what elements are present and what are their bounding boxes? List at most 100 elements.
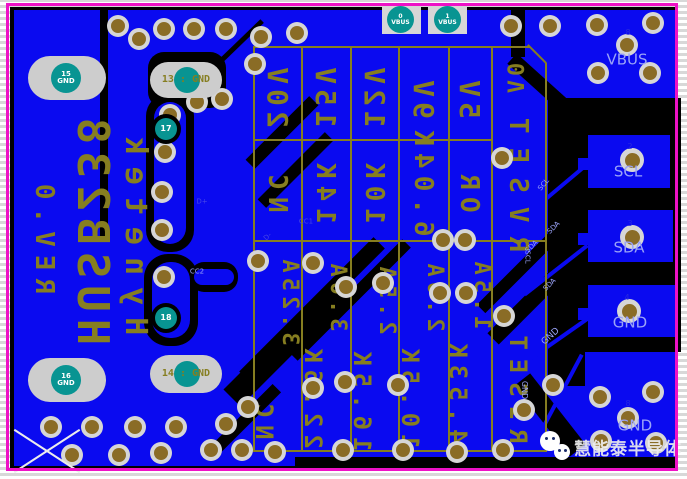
through-hole-pad[interactable] [334,371,356,393]
via-18[interactable]: 18 [151,303,181,333]
via-16-gnd[interactable]: 16 GND [51,365,81,395]
through-hole-pad[interactable] [617,407,639,429]
through-hole-pad[interactable] [244,53,266,75]
pad-hole [646,385,660,399]
watermark-logo-eye [558,449,561,452]
pad-hole [155,185,169,199]
via-13-gnd[interactable] [174,67,200,93]
through-hole-pad[interactable] [286,22,308,44]
through-hole-pad[interactable] [302,377,324,399]
watermark-logo-eye [545,437,548,440]
through-hole-pad[interactable] [642,12,664,34]
through-hole-pad[interactable] [81,416,103,438]
pad-hole [204,443,218,457]
through-hole-pad[interactable] [513,399,535,421]
copper-island [194,269,234,285]
pad-hole [391,378,405,392]
through-hole-pad[interactable] [215,413,237,435]
through-hole-pad[interactable] [432,229,454,251]
through-hole-pad[interactable] [237,396,259,418]
through-hole-pad[interactable] [429,282,451,304]
through-hole-pad[interactable] [150,442,172,464]
through-hole-pad[interactable] [332,439,354,461]
through-hole-pad[interactable] [107,15,129,37]
pad-net: GND [57,379,75,387]
through-hole-pad[interactable] [124,416,146,438]
through-hole-pad[interactable] [539,15,561,37]
pad-hole [621,411,635,425]
through-hole-pad[interactable] [108,444,130,466]
through-hole-pad[interactable] [40,416,62,438]
through-hole-pad[interactable] [151,219,173,241]
through-hole-pad[interactable] [587,62,609,84]
through-hole-pad[interactable] [183,18,205,40]
through-hole-pad[interactable] [154,141,176,163]
through-hole-pad[interactable] [264,441,286,463]
through-hole-pad[interactable] [639,62,661,84]
through-hole-pad[interactable] [500,15,522,37]
pad-hole [85,420,99,434]
through-hole-pad[interactable] [493,305,515,327]
through-hole-pad[interactable] [211,88,233,110]
through-hole-pad[interactable] [586,14,608,36]
through-hole-pad[interactable] [645,432,667,454]
through-hole-pad[interactable] [151,181,173,203]
through-hole-pad[interactable] [617,299,641,323]
pad-hole [219,22,233,36]
via-15-gnd[interactable]: 15 GND [51,63,81,93]
pad-hole [376,276,390,290]
through-hole-pad[interactable] [542,374,564,396]
through-hole-pad[interactable] [446,441,468,463]
pad-hole [338,375,352,389]
through-hole-pad[interactable] [215,18,237,40]
pad-hole [65,448,79,462]
pad-hole [624,152,640,168]
through-hole-pad[interactable] [590,430,612,452]
through-hole-pad[interactable] [153,18,175,40]
pad-number: 16 [61,372,71,380]
pad-net: GND [57,77,75,85]
cc1-trace-label: CC1 [298,217,314,226]
through-hole-pad[interactable] [387,374,409,396]
through-hole-pad[interactable] [620,148,644,172]
through-hole-pad[interactable] [153,266,175,288]
vbus-cluster-number: 8 [625,28,631,37]
through-hole-pad[interactable] [620,225,644,249]
pad-hole [624,229,640,245]
through-hole-pad[interactable] [200,439,222,461]
through-hole-pad[interactable] [372,272,394,294]
through-hole-pad[interactable] [335,276,357,298]
through-hole-pad[interactable] [250,26,272,48]
through-hole-pad[interactable] [247,250,269,272]
table-line [398,46,400,450]
through-hole-pad[interactable] [231,439,253,461]
through-hole-pad[interactable] [392,439,414,461]
pad-hole [496,443,510,457]
pad-hole [591,66,605,80]
via-1-vbus[interactable]: 1 VBUS [434,6,461,33]
pad-hole [621,303,637,319]
via-0-vbus[interactable]: 0 VBUS [387,6,414,33]
through-hole-pad[interactable] [491,147,513,169]
through-hole-pad[interactable] [454,229,476,251]
via-14-gnd[interactable] [174,361,200,387]
pad-hole [169,420,183,434]
through-hole-pad[interactable] [589,386,611,408]
through-hole-pad[interactable] [128,28,150,50]
through-hole-pad[interactable] [302,252,324,274]
through-hole-pad[interactable] [61,444,83,466]
through-hole-pad[interactable] [455,282,477,304]
through-hole-pad[interactable] [165,416,187,438]
pad-hole [111,19,125,33]
through-hole-pad[interactable] [642,381,664,403]
pad-hole [155,223,169,237]
table-line [253,46,255,450]
table-line [253,240,547,242]
pad-hole [504,19,518,33]
through-hole-pad[interactable] [492,439,514,461]
through-hole-pad[interactable] [616,34,638,56]
via-17[interactable]: 17 [151,114,181,144]
pad-hole [219,417,233,431]
pad-hole [254,30,268,44]
